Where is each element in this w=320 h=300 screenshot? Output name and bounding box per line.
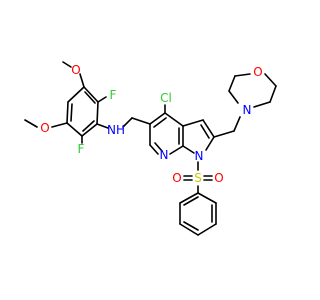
bond-pyrrole-3: [205, 136, 215, 151]
bond-ring-nh: [96, 123, 109, 129]
atom-o-sulfonyl-left: O: [172, 171, 181, 185]
bond-ch2-ring: [131, 117, 151, 125]
bonds: [24, 61, 277, 236]
bond-methyl-o-top: [62, 61, 72, 68]
bond-ring-a-6: [67, 86, 85, 103]
bond-morph-5: [269, 85, 277, 103]
bond-ring-a-3: [81, 123, 98, 137]
bond-c-f-top: [97, 96, 107, 103]
bond-pyrrole-2: [202, 119, 215, 138]
bond-ph-4-inner: [183, 221, 199, 231]
atom-f-bottom: F: [78, 142, 85, 156]
bond-ring-a-5-inner: [70, 103, 73, 122]
atom-o-sulfonyl-right: O: [214, 171, 223, 185]
bond-morph-6: [253, 101, 271, 108]
bond-morph-2: [228, 75, 236, 92]
atom-n-pyridine: N: [160, 148, 169, 162]
bond-ring-a-2: [96, 101, 99, 125]
bond-pyrrole-1: [182, 119, 204, 127]
bond-o-ring-top: [79, 73, 85, 88]
atom-nh: NH: [107, 123, 125, 137]
bond-ph-1: [197, 192, 217, 204]
bond-pyr-5: [149, 144, 159, 155]
bond-pyr-5-inner: [154, 142, 163, 152]
atom-s-sulfonyl: S: [194, 171, 202, 185]
bond-pyr-1: [149, 112, 166, 125]
atom-o-methoxy-top: O: [71, 63, 80, 77]
bond-ph-3: [197, 223, 217, 236]
bond-ring-a-3-inner: [82, 120, 95, 132]
bond-nh-ch2: [122, 117, 133, 128]
atom-o-methoxy-bottom: O: [40, 121, 49, 135]
bond-pyr-1-inner: [153, 117, 167, 128]
bond-ring-a-1-inner: [84, 91, 96, 104]
canvas-background: [0, 0, 300, 300]
bond-pyr-4: [169, 145, 184, 155]
bond-c-ch2-morph: [213, 130, 235, 138]
bond-o-methyl-bottom: [24, 119, 38, 128]
bond-ring-a-5: [66, 101, 69, 124]
bond-morph-1: [228, 90, 239, 104]
bond-ring-a-4: [66, 122, 83, 137]
bond-ring-a-1: [83, 86, 99, 103]
molecule-structure: O F F O NH Cl N O N N S O O: [0, 0, 300, 300]
atom-n-pyrrole: N: [195, 149, 204, 163]
bond-ph-6: [179, 192, 199, 204]
atom-cl: Cl: [160, 91, 172, 105]
atom-f-top: F: [110, 88, 117, 102]
bond-pyr-2: [164, 112, 184, 127]
bond-ring-o-bottom: [51, 122, 68, 128]
bond-pyrrole-4: [182, 145, 195, 154]
bond-pyrrole-2-inner: [200, 124, 210, 139]
atom-n-morpholine: N: [243, 103, 252, 117]
bond-ph-4: [179, 223, 199, 236]
bond-ch2-n-morph: [233, 116, 241, 132]
atom-labels: O F F O NH Cl N O N N S O O: [40, 63, 262, 185]
bond-morph-3: [234, 73, 251, 77]
bond-ph-6-inner: [183, 196, 199, 206]
atom-o-morpholine: O: [253, 65, 262, 79]
bond-morph-4: [264, 73, 277, 87]
